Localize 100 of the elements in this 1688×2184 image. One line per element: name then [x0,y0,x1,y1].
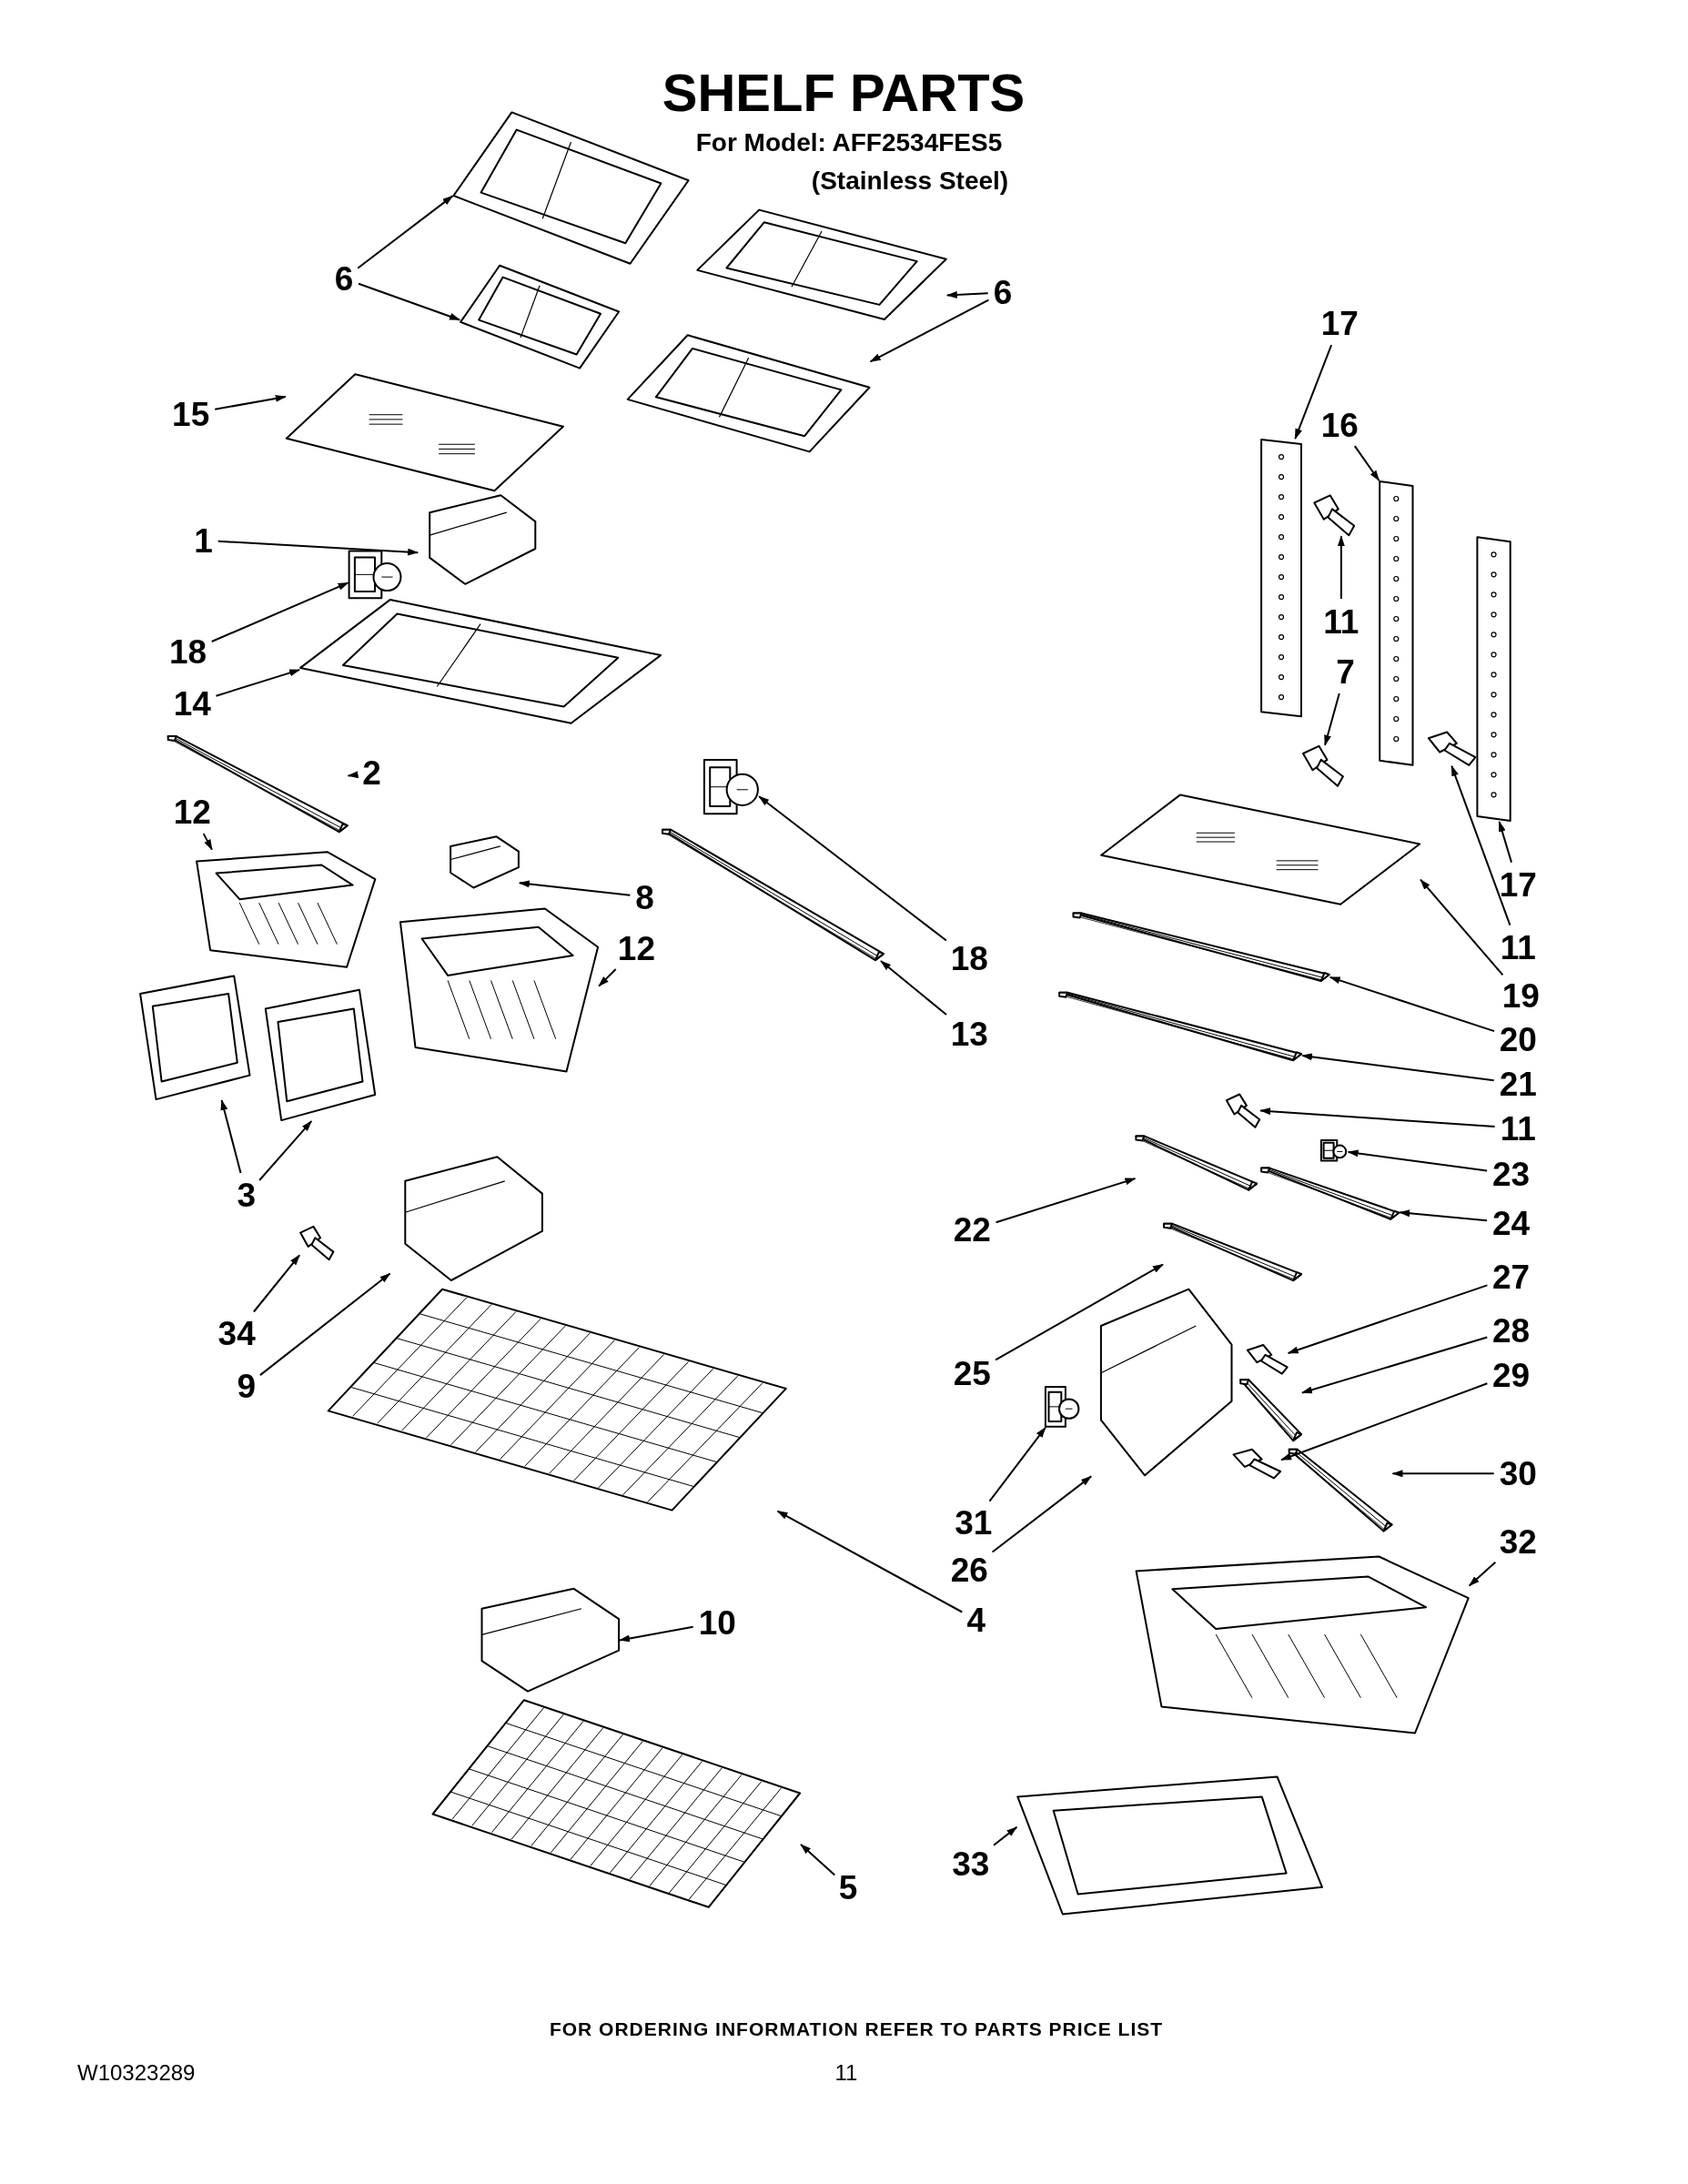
leader-line [880,960,947,1016]
slide-rail-drawing [1239,1379,1303,1442]
callout-number: 18 [950,941,988,976]
bracket-drawing [450,835,520,889]
pan-drawing [1135,1555,1470,1734]
leader-line [1301,1053,1495,1082]
callout-number: 17 [1320,306,1359,340]
leader-line [1287,1284,1489,1354]
callout-number: 28 [1492,1313,1531,1348]
callout-number: 18 [169,634,207,669]
callout-number: 25 [953,1356,991,1390]
screw-drawing [1313,494,1356,537]
leader-line [214,394,287,410]
wire-basket-drawing [327,1288,787,1512]
screw-drawing [1246,1344,1289,1375]
callout-number: 7 [1336,654,1355,689]
callout-number: 5 [838,1870,858,1905]
leader-line [347,771,359,779]
leader-line [258,1120,313,1181]
knob-drawing [348,550,402,600]
callout-number: 30 [1499,1456,1537,1491]
model-label: For Model: AFF2534FES5 [695,129,1003,157]
callout-number: 17 [1499,867,1537,902]
clip-drawing [1319,1139,1348,1162]
callout-number: 14 [173,686,211,721]
glass-shelf-drawing [1100,794,1421,905]
callout-number: 11 [1500,1111,1536,1146]
leader-line [1420,878,1504,976]
knob-drawing [702,759,759,815]
callout-number: 8 [635,880,654,915]
callout-number: 12 [173,794,211,829]
title: SHELF PARTS [662,64,1026,122]
crisper-drawer-drawing [196,851,377,968]
leader-line [202,833,213,851]
trim-strip-drawing [167,735,349,834]
callout-number: 6 [993,275,1013,309]
shelf-frame-drawing [460,264,621,369]
callout-number: 22 [953,1212,991,1247]
leader-line [518,880,632,896]
leader-line [258,1272,391,1377]
screw-drawing [1427,731,1477,766]
shelf-frame-drawing [696,208,947,320]
leader-line [1324,693,1340,746]
leader-line [991,1475,1093,1553]
leader-line [220,1099,242,1174]
shelf-rail-drawing [1260,439,1302,718]
leader-line [988,1426,1046,1502]
callout-number: 16 [1320,408,1359,442]
slide-rail-drawing [1260,1167,1400,1220]
rod-drawing [662,828,884,962]
callout-number: 1 [194,523,213,558]
leader-line [776,1510,964,1613]
screw-drawing [1302,744,1344,787]
callout-number: 15 [172,397,210,431]
callout-number: 26 [950,1552,988,1587]
leader-line [1329,976,1495,1033]
callout-number: 24 [1492,1206,1531,1240]
basket-handle-drawing [404,1156,543,1281]
leader-line [1337,535,1345,601]
leader-line [1259,1107,1496,1127]
callout-number: 11 [1500,930,1536,965]
leader-line [1347,1149,1489,1172]
leader-line [252,1254,301,1313]
callout-number: 34 [217,1316,256,1350]
leader-line [357,195,454,269]
crisper-frame-drawing [299,599,662,724]
leader-line [800,1843,836,1876]
callout-number: 12 [617,931,655,966]
housing-drawing [1099,1288,1233,1477]
leader-line [215,669,301,697]
screw-drawing [1232,1448,1282,1480]
callout-number: 31 [955,1505,993,1540]
rod-drawing [1288,1448,1393,1532]
callout-number: 6 [334,261,354,296]
leader-line [758,795,947,942]
wire-basket-drawing [431,1699,802,1908]
leader-line [1450,764,1511,926]
callout-number: 20 [1499,1022,1537,1057]
shelf-frame-drawing [626,334,871,453]
wire-bracket-drawing [1163,1222,1303,1282]
leader-line [358,282,461,321]
leader-line [869,298,990,363]
leader-line [217,540,419,556]
callout-number: 9 [237,1369,257,1403]
trim-strip-drawing [1058,991,1302,1062]
callout-number: 23 [1492,1157,1531,1191]
leader-line [995,1178,1137,1224]
rail-drawing [429,494,537,585]
drawer-front-drawing [264,988,377,1122]
leader-line [1280,1382,1489,1461]
drawer-front-drawing [139,975,251,1101]
callout-number: 32 [1499,1524,1537,1559]
callout-number: 3 [237,1178,257,1212]
clip-drawing [1044,1385,1080,1428]
leader-line [1294,344,1333,440]
leader-line [210,581,349,642]
leader-line [945,290,989,298]
screw-drawing [1225,1093,1261,1128]
leader-line [1498,821,1512,864]
pan-front-drawing [1016,1775,1323,1916]
